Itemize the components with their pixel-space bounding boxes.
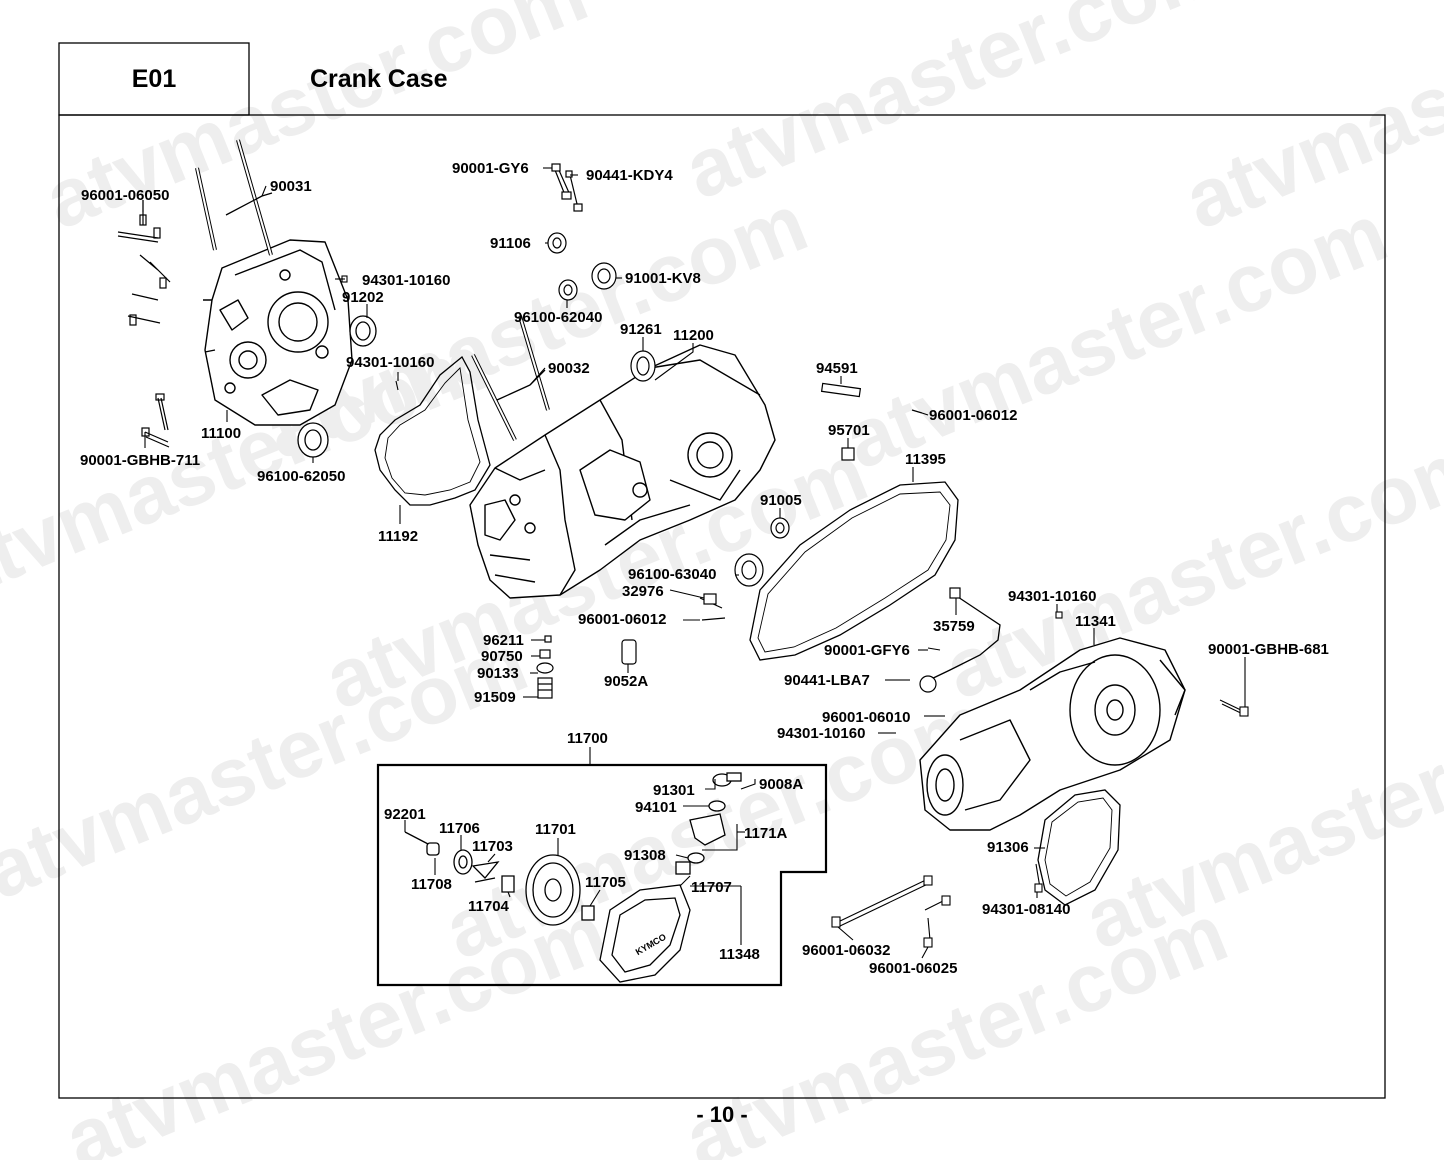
wire-35759 [924, 594, 1001, 683]
watermark-text: atvmaster.com [673, 0, 1240, 217]
stud-bolts-90032 [471, 315, 550, 441]
part-label: 11706 [439, 820, 480, 837]
part-label: 91509 [474, 689, 516, 706]
part-label: 11701 [535, 821, 576, 838]
part-label: 94591 [816, 360, 858, 377]
part-label: 90032 [548, 360, 590, 377]
part-label: 91308 [624, 847, 666, 864]
bolts-right-misc [882, 611, 1249, 734]
right-crankcase-drawing [469, 344, 776, 599]
part-label: 35759 [933, 618, 975, 635]
part-label: 11704 [468, 898, 510, 915]
part-label: 91106 [490, 235, 531, 252]
bottom-right-bolts [831, 863, 1043, 948]
part-label: 96001-06050 [81, 187, 169, 204]
part-label: 9052A [604, 673, 648, 690]
sensor-35759 [949, 587, 961, 599]
part-label: 11348 [719, 946, 760, 963]
sensor-head [919, 675, 937, 693]
part-label: 91306 [987, 839, 1029, 856]
top-small-parts [547, 163, 656, 382]
part-label: 90133 [477, 665, 519, 682]
page-number: - 10 - [696, 1102, 748, 1127]
part-label: 96001-06012 [929, 407, 1017, 424]
part-label: 90031 [270, 178, 312, 195]
part-label: 11703 [472, 838, 513, 855]
gasket-11395-inner [757, 491, 951, 653]
part-label: 94301-10160 [1008, 588, 1096, 605]
part-label: 11700 [567, 730, 608, 747]
part-label: 90441-KDY4 [586, 167, 673, 184]
seal-91202 [349, 315, 377, 347]
part-label: 9008A [759, 776, 803, 793]
part-label: 90750 [481, 648, 523, 665]
callout-labels: 90031 96001-06050 94301-10160 91202 9430… [80, 160, 1329, 977]
part-label: 96001-06032 [802, 942, 890, 959]
part-label: 94101 [635, 799, 677, 816]
watermark-text: atvmaster.com [933, 417, 1444, 717]
gasket-11192-inner [384, 367, 481, 496]
part-label: 91261 [620, 321, 662, 338]
side-small-parts [536, 382, 923, 699]
part-label: 94301-10160 [346, 354, 434, 371]
page-frame [58, 42, 1386, 1099]
part-label: 32976 [622, 583, 664, 600]
part-label: 94301-10160 [777, 725, 865, 742]
kickstart-group-drawing [404, 772, 742, 983]
bolts-96001-06050 [117, 200, 171, 326]
part-label: 11192 [378, 528, 418, 545]
gasket-11395 [749, 481, 959, 661]
part-label: 91005 [760, 492, 802, 509]
leader-lines [142, 167, 1246, 959]
part-label: 94301-08140 [982, 901, 1070, 918]
part-label: 11341 [1075, 613, 1116, 630]
page-title: Crank Case [310, 64, 448, 93]
part-label: 96100-62040 [514, 309, 602, 326]
part-label: 90001-GBHB-711 [80, 452, 200, 469]
part-label: 91301 [653, 782, 695, 799]
part-label: 91202 [342, 289, 384, 306]
part-label: 11707 [691, 879, 732, 896]
part-label: 11395 [905, 451, 946, 468]
left-crankcase-drawing [203, 239, 353, 426]
part-label: 90001-GFY6 [824, 642, 910, 659]
part-label: 91001-KV8 [625, 270, 701, 287]
bearing-96100-62050 [297, 422, 329, 458]
bolts-90001-GBHB-711 [141, 393, 170, 448]
part-label: 92201 [384, 806, 426, 823]
part-label: 90001-GY6 [452, 160, 529, 177]
part-label: 96100-62050 [257, 468, 345, 485]
stud-bolts-90031 [195, 139, 273, 256]
right-cover-11341 [919, 637, 1186, 831]
part-label: 94301-10160 [362, 272, 450, 289]
part-label: 96001-06012 [578, 611, 666, 628]
gasket-91306-inner [1044, 797, 1113, 897]
part-label: 11100 [201, 425, 241, 442]
part-label: 90441-LBA7 [784, 672, 870, 689]
part-label: 96001-06010 [822, 709, 910, 726]
part-label: 96001-06025 [869, 960, 957, 977]
part-label: 11705 [585, 874, 626, 891]
section-code: E01 [131, 64, 177, 93]
part-label: 96211 [483, 632, 524, 649]
watermark-text: atvmaster.com [33, 0, 600, 247]
part-label: 95701 [828, 422, 870, 439]
part-label: 1171A [744, 825, 788, 842]
gasket-11192 [374, 355, 491, 506]
watermark-text: atvmaster.com [833, 187, 1400, 487]
gasket-91306 [1037, 789, 1121, 906]
part-label: 96100-63040 [628, 566, 716, 583]
part-label: 90001-GBHB-681 [1208, 641, 1329, 658]
part-label: 11200 [673, 327, 714, 344]
kickstart-group-frame [376, 763, 828, 987]
part-label: 11708 [411, 876, 452, 893]
